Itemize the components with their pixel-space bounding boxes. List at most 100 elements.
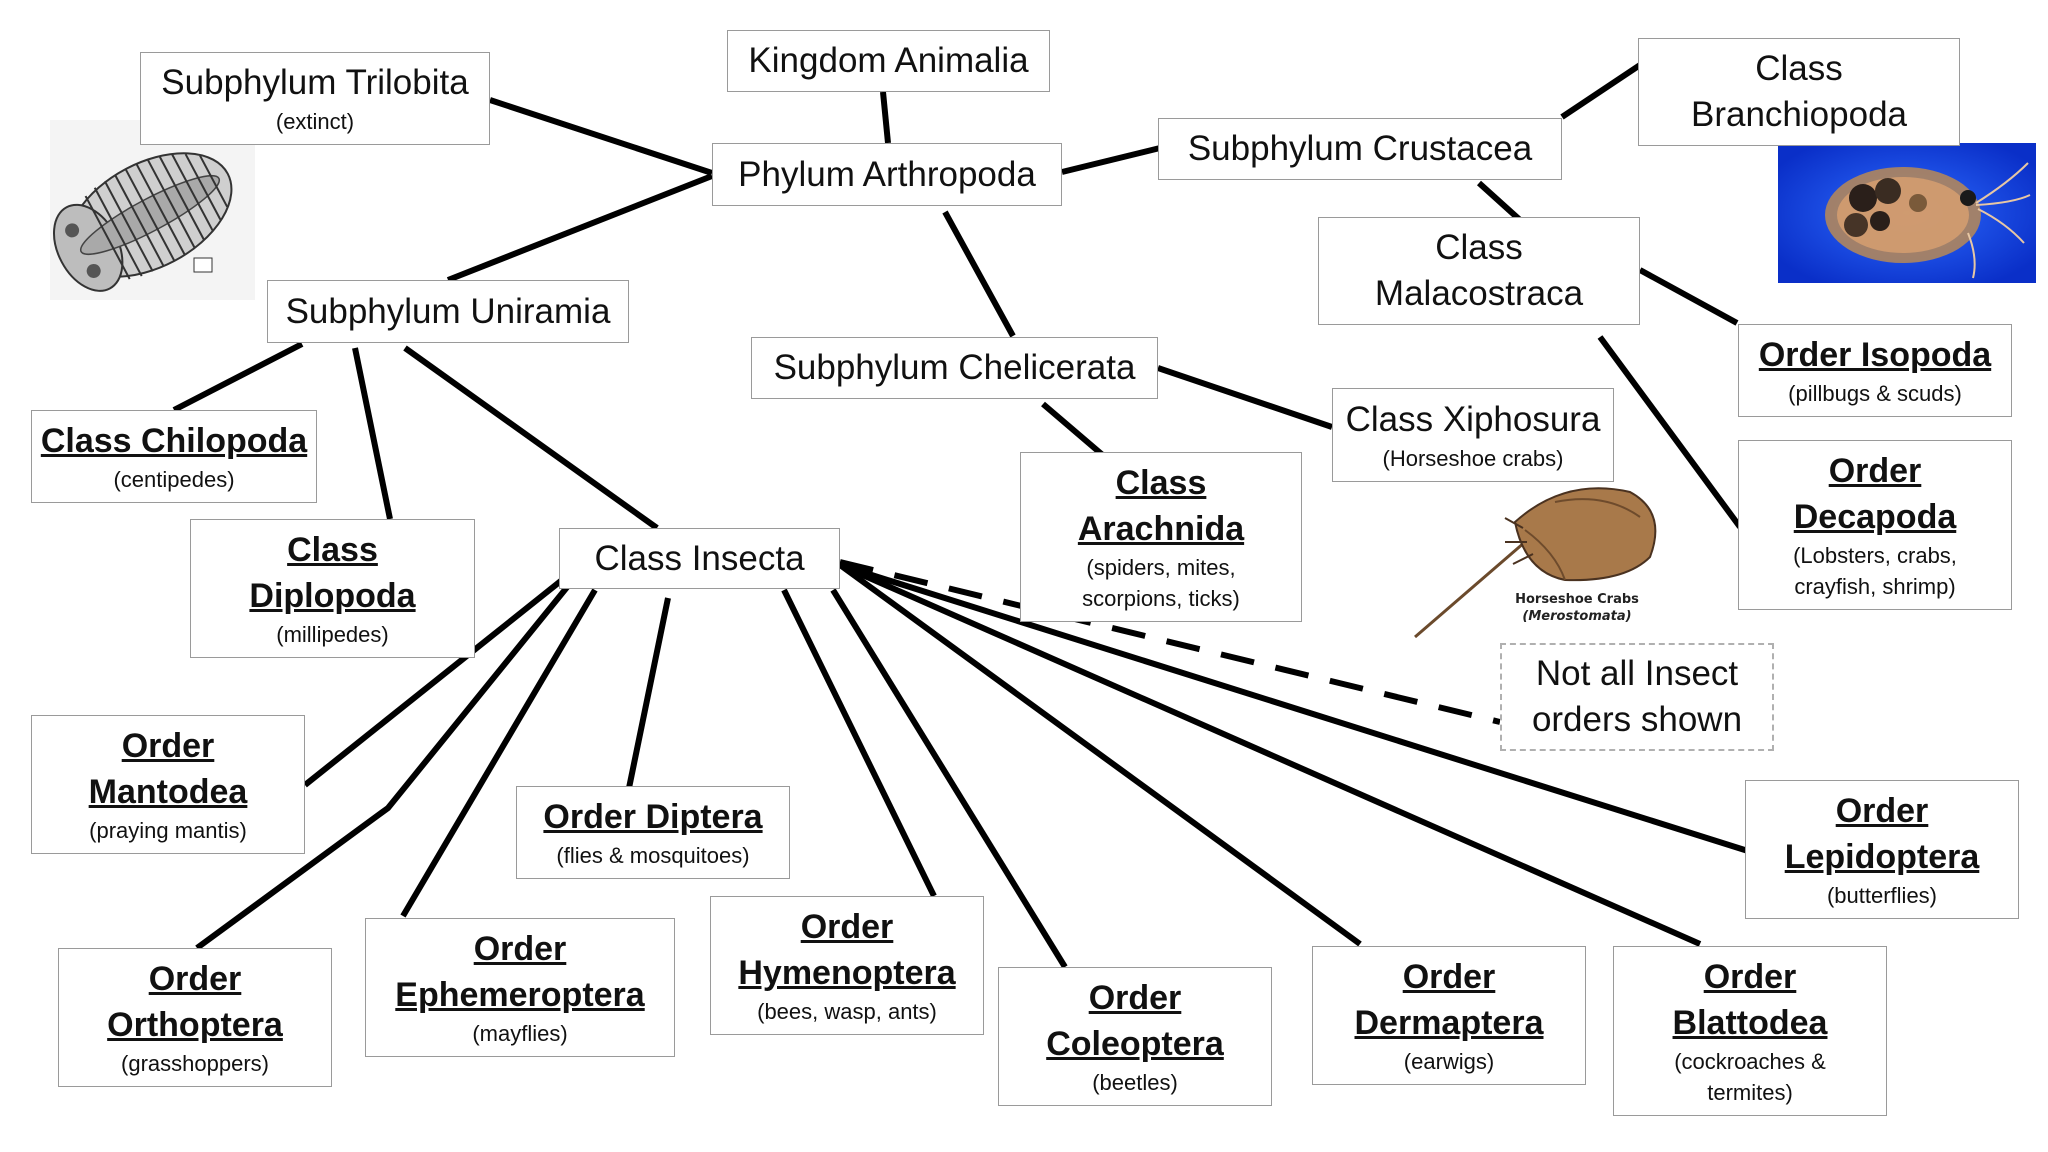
node-title: Order Diptera (543, 798, 763, 836)
connector-line (626, 597, 671, 789)
dashed-connector (839, 559, 1501, 725)
node-title-line2: Lepidoptera (1784, 838, 1980, 876)
connector-line (1157, 365, 1333, 430)
node-order-ephemeroptera: Order Ephemeroptera (mayflies) (365, 918, 675, 1057)
node-class-chilopoda: Class Chilopoda (centipedes) (31, 410, 317, 503)
node-title-line1: Order (1835, 792, 1929, 830)
node-subtitle: (flies & mosquitoes) (556, 843, 750, 868)
node-subtitle: (millipedes) (276, 622, 389, 647)
node-subtitle: (bees, wasp, ants) (757, 999, 937, 1024)
node-title-line1: Class (1435, 228, 1523, 267)
water-flea-image (1778, 143, 2036, 283)
node-title-line2: Ephemeroptera (395, 976, 645, 1014)
node-title: Class Insecta (594, 538, 805, 578)
node-order-orthoptera: Order Orthoptera (grasshoppers) (58, 948, 332, 1087)
node-title-line2: Decapoda (1793, 498, 1957, 536)
node-title: Phylum Arthropoda (738, 154, 1036, 194)
node-title-line1: Class (287, 531, 378, 569)
node-subtitle: (beetles) (1092, 1070, 1178, 1095)
node-subtitle: (Horseshoe crabs) (1382, 445, 1564, 471)
node-subphylum-trilobita: Subphylum Trilobita (extinct) (140, 52, 490, 145)
node-title-line1: Order (473, 930, 567, 968)
node-title: Subphylum Crustacea (1187, 129, 1533, 168)
node-title-line1: Order (800, 908, 894, 946)
connector-line (403, 345, 659, 531)
node-order-lepidoptera: Order Lepidoptera (butterflies) (1745, 780, 2019, 919)
node-subtitle: (earwigs) (1403, 1049, 1495, 1074)
connector-line (352, 347, 393, 520)
node-order-coleoptera: Order Coleoptera (beetles) (998, 967, 1272, 1106)
node-class-arachnida: Class Arachnida (spiders, mites, scorpio… (1020, 452, 1302, 622)
node-order-isopoda: Order Isopoda (pillbugs & scuds) (1738, 324, 2012, 417)
connector-line (1560, 62, 1642, 120)
node-title-line1: Order (148, 960, 242, 998)
node-subtitle-line1: (Lobsters, crabs, (1793, 543, 1957, 568)
node-order-dermaptera: Order Dermaptera (earwigs) (1312, 946, 1586, 1085)
node-order-decapoda: Order Decapoda (Lobsters, crabs, crayfis… (1738, 440, 2012, 610)
node-class-branchiopoda: Class Branchiopoda (1638, 38, 1960, 146)
connector-line (172, 341, 304, 413)
node-title: Class Chilopoda (40, 422, 308, 460)
node-title: Order Isopoda (1758, 336, 1992, 374)
node-title-line2: Coleoptera (1046, 1025, 1224, 1063)
node-title: Subphylum Uniramia (285, 291, 611, 331)
node-subtitle: (grasshoppers) (121, 1051, 269, 1076)
connector-line (1597, 335, 1743, 529)
node-title-line2: Orthoptera (107, 1006, 283, 1044)
node-title: Kingdom Animalia (748, 41, 1029, 80)
connector-line (489, 97, 713, 176)
connector-line (1476, 180, 1523, 223)
note-line1: Not all Insect (1535, 654, 1739, 693)
node-title: Subphylum Trilobita (161, 63, 469, 102)
node-subtitle-line2: termites) (1707, 1080, 1793, 1105)
node-title-line1: Order (1828, 452, 1922, 490)
node-subtitle: (pillbugs & scuds) (1788, 381, 1962, 406)
connector-line (880, 91, 891, 144)
connector-line (830, 588, 1068, 969)
horseshoe-crab-caption: Horseshoe Crabs (1515, 592, 1639, 607)
horseshoe-crab-caption-sub: (Merostomata) (1522, 609, 1631, 624)
node-class-xiphosura: Class Xiphosura (Horseshoe crabs) (1332, 388, 1614, 482)
node-subtitle: (praying mantis) (89, 818, 247, 843)
connector-line (195, 584, 571, 951)
node-title-line1: Order (1402, 958, 1496, 996)
note-box: Not all Insect orders shown (1500, 643, 1774, 751)
node-class-insecta: Class Insecta (559, 528, 840, 589)
node-title-line1: Class (1115, 464, 1207, 502)
node-title-line1: Order (1703, 958, 1797, 996)
connector-line (1638, 267, 1739, 326)
node-title-line2: Blattodea (1672, 1004, 1828, 1042)
trilobite-image (50, 120, 255, 300)
horseshoe-crab-image: Horseshoe Crabs (Merostomata) (1414, 487, 1657, 639)
node-title-line1: Class (1755, 49, 1843, 88)
node-subtitle: (centipedes) (113, 467, 235, 492)
connector-line (839, 562, 1749, 854)
node-order-blattodea: Order Blattodea (cockroaches & termites) (1613, 946, 1887, 1116)
node-subtitle-line1: (cockroaches & (1674, 1049, 1826, 1074)
connector-line (781, 588, 937, 898)
node-subtitle-line2: scorpions, ticks) (1082, 586, 1240, 611)
connector-line (1061, 145, 1161, 175)
node-title-line2: Malacostraca (1374, 274, 1584, 313)
node-class-malacostraca: Class Malacostraca (1318, 217, 1640, 325)
node-subtitle-line2: crayfish, shrimp) (1794, 574, 1956, 599)
node-phylum-arthropoda: Phylum Arthropoda (712, 143, 1062, 206)
note-line2: orders shown (1531, 700, 1743, 739)
node-subtitle: (extinct) (275, 109, 355, 134)
node-subphylum-crustacea: Subphylum Crustacea (1158, 118, 1562, 180)
node-title: Class Xiphosura (1345, 399, 1601, 439)
node-subtitle-line1: (spiders, mites, (1086, 555, 1236, 580)
node-title-line2: Dermaptera (1354, 1004, 1544, 1042)
node-class-diplopoda: Class Diplopoda (millipedes) (190, 519, 475, 658)
connector-line (446, 173, 714, 283)
connector-line (838, 562, 1702, 947)
connector-line (838, 562, 1362, 947)
node-subphylum-chelicerata: Subphylum Chelicerata (751, 337, 1158, 399)
node-order-mantodea: Order Mantodea (praying mantis) (31, 715, 305, 854)
node-subtitle: (butterflies) (1826, 883, 1938, 908)
connector-line (1041, 401, 1107, 460)
node-subphylum-uniramia: Subphylum Uniramia (267, 280, 629, 343)
node-order-hymenoptera: Order Hymenoptera (bees, wasp, ants) (710, 896, 984, 1035)
connector-line (303, 577, 564, 788)
